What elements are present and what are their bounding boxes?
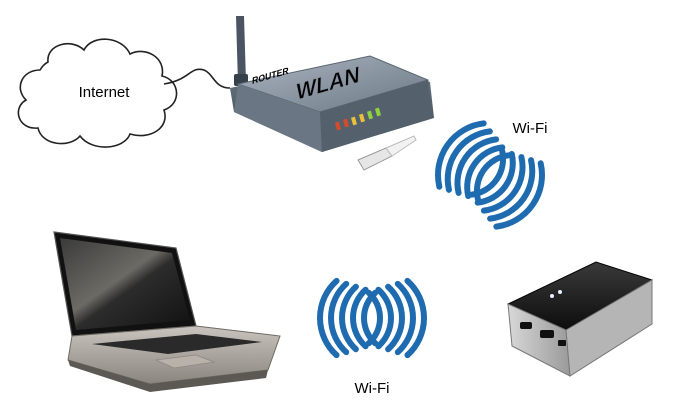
wifi-wave-arc [435, 120, 487, 190]
led-red [334, 121, 342, 131]
internet-cloud: Internet [17, 38, 178, 148]
wifi-wave-arc [487, 157, 536, 222]
led-green [366, 110, 374, 120]
laptop-touchpad [154, 354, 216, 369]
wifi-waves-laptop [317, 277, 427, 359]
drive-side [565, 279, 653, 377]
drive-status-light [558, 290, 562, 294]
wifi-label-router: Wi-Fi [513, 120, 548, 137]
laptop-keyboard [92, 334, 262, 354]
router-left-side [234, 84, 322, 152]
ethernet-plug [357, 135, 417, 171]
wifi-wave-arc [385, 283, 405, 353]
wifi-wave-arc [444, 128, 493, 193]
router-front [320, 80, 432, 152]
internet-label: Internet [79, 84, 131, 101]
router-leds [334, 107, 382, 131]
wifi-label-laptop: Wi-Fi [355, 380, 390, 397]
wifi-wave-arc [350, 286, 369, 350]
wifi-wave-arc [365, 289, 383, 347]
laptop [53, 231, 281, 392]
wireless-drive [506, 261, 654, 377]
wifi-wave-arc [404, 277, 427, 359]
plug-cable [385, 135, 417, 157]
wifi-wave-arc [480, 154, 526, 214]
wifi-wave-arc [474, 150, 516, 206]
wlan-router: WLAN ROUTER [230, 16, 434, 152]
cloud-shape [17, 38, 178, 148]
wifi-wave-arc [493, 160, 545, 230]
led-yellow [350, 116, 358, 126]
wifi-wave-arc [454, 136, 500, 196]
drive-port [558, 340, 566, 346]
wifi-wave-arc [328, 280, 350, 356]
wifi-wave-arc [468, 147, 507, 198]
drive-port [520, 322, 532, 329]
wifi-wave-arc [339, 283, 359, 353]
wifi-waves-router [435, 120, 545, 230]
drive-port [540, 330, 554, 338]
wifi-wave-arc [317, 277, 340, 359]
wifi-wave-arc [375, 286, 394, 350]
wifi-wave-arc [464, 144, 506, 200]
internet-cable [163, 68, 231, 89]
laptop-front-edge [68, 360, 268, 392]
laptop-screen [60, 238, 190, 330]
drive-status-light [550, 294, 554, 298]
led-green [374, 107, 382, 117]
wifi-wave-arc [394, 280, 416, 356]
plug-body [357, 147, 393, 171]
router-antenna [236, 16, 246, 84]
led-red [342, 118, 350, 128]
led-yellow [358, 113, 366, 123]
